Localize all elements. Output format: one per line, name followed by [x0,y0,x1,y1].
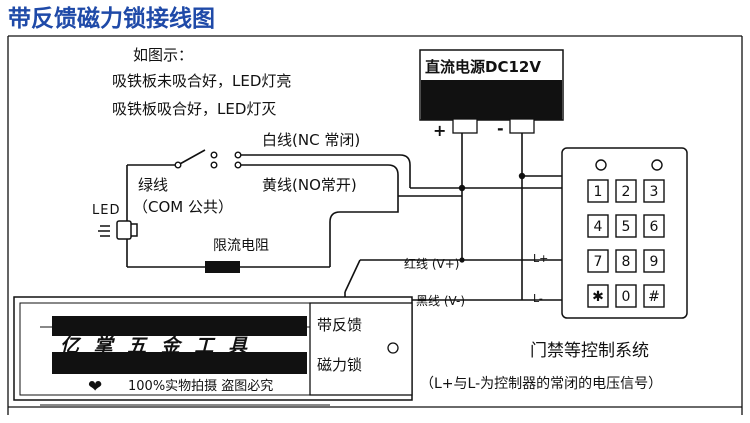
legend-line-2: 吸铁板吸合好，LED灯灭 [112,100,276,118]
keypad-panel: 1 2 3 4 5 6 7 8 9 ✱ 0 # [561,147,688,319]
keypad-key-frame [643,214,665,238]
wire-red-label: 红线 (V+) [404,256,459,271]
keypad-key-label: 4 [594,219,603,235]
legend-heading: 如图示： [133,46,193,64]
legend-line-1: 吸铁板未吸合好，LED灯亮 [112,72,291,90]
keypad-key: 8 [615,249,637,273]
keypad-key: 7 [587,249,609,273]
watermark: 亿 掌 五 金 工 具 ❤ 100%实物拍摄 盗图必究 [40,316,330,406]
power-supply-label: 直流电源DC12V [425,58,541,76]
junction-dots [458,172,526,263]
watermark-brand: 亿 掌 五 金 工 具 [60,335,251,357]
keypad-key: 9 [643,249,665,273]
keypad-key-frame [587,179,609,203]
led-icon [98,220,138,240]
wire-black-label: 黑线 (V-) [416,294,465,308]
lock-label-line-2: 磁力锁 [317,356,362,374]
controller-l-minus-label: L- [533,292,543,305]
keypad-key-label: # [648,289,660,305]
keypad-key-label: 5 [622,219,631,235]
keypad-key-label: 9 [650,254,659,270]
magnetic-lock: 带反馈 磁力锁 [13,296,413,401]
keypad-key-frame [643,284,665,308]
controller-title: 门禁等控制系统 [530,341,649,361]
heart-icon: ❤ [88,377,102,397]
keypad-key-label: ✱ [592,289,604,305]
watermark-caption: 100%实物拍摄 盗图必究 [128,378,273,394]
keypad-key: # [643,284,665,308]
keypad-key: 3 [643,179,665,203]
wire-com-label: （COM 公共） [133,198,233,216]
switch-icon [174,149,242,169]
keypad-key: 0 [615,284,637,308]
keypad-key-label: 0 [622,289,631,305]
keypad-key-frame [643,179,665,203]
keypad-key-label: 1 [594,184,603,200]
keypad-key-frame [615,179,637,203]
wire-green-label: 绿线 [138,176,168,194]
power-minus-label: - [497,119,504,138]
keypad-key: 4 [587,214,609,238]
keypad-key-frame [643,249,665,273]
wire-white-label: 白线(NC 常闭) [262,131,360,149]
wire-yellow-label: 黄线(NO常开) [262,176,357,194]
keypad-key-frame [615,214,637,238]
keypad-key: 6 [643,214,665,238]
resistor-label: 限流电阻 [213,238,269,254]
controller-l-plus-label: L+ [533,252,548,265]
keypad-key-label: 7 [594,254,603,270]
keypad-key-frame [587,284,609,308]
keypad-key: 2 [615,179,637,203]
keypad-key-frame [615,249,637,273]
diagram-title: 带反馈磁力锁接线图 [8,5,215,32]
led-label: LED [92,203,120,218]
keypad-key: ✱ [587,284,609,308]
lock-label-line-1: 带反馈 [317,316,362,334]
resistor-icon [205,261,240,273]
keypad-key: 5 [615,214,637,238]
keypad-keys: 1 2 3 4 5 6 7 8 9 ✱ 0 # [587,179,665,308]
keypad-key: 1 [587,179,609,203]
outer-frame [7,35,743,415]
keypad-key-frame [587,214,609,238]
keypad-key-label: 3 [650,184,659,200]
power-plus-label: + [433,121,446,140]
keypad-key-label: 6 [650,219,659,235]
keypad-key-label: 2 [622,184,631,200]
keypad-key-label: 8 [622,254,631,270]
controller-note: （L+与L-为控制器的常闭的电压信号） [420,376,662,392]
keypad-key-frame [615,284,637,308]
power-supply: 直流电源DC12V + - [419,49,564,140]
keypad-key-frame [587,249,609,273]
wiring-lines [126,133,578,301]
